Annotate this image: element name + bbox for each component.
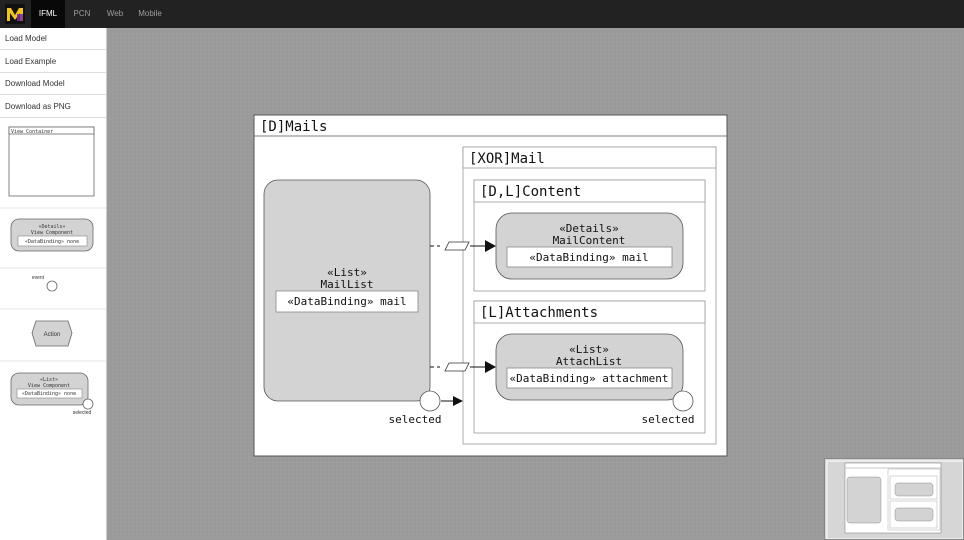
palette-details-name: View Component <box>31 230 73 236</box>
parameter-binding-icon <box>444 362 470 372</box>
palette-details-binding: «DataBinding» none <box>25 239 79 245</box>
palette-action[interactable]: Action <box>31 320 73 347</box>
palette-view-container-label: View Container <box>11 129 53 135</box>
flow-to-attachlist[interactable] <box>430 361 496 373</box>
palette-list-event-label: selected <box>73 410 92 416</box>
palette-details-stereotype: «Details» <box>38 224 65 230</box>
load-model-button[interactable]: Load Model <box>0 28 106 50</box>
palette-event[interactable]: event <box>32 275 58 292</box>
minimap-preview <box>826 460 963 539</box>
palette-list-component[interactable]: «List» View Component «DataBinding» none… <box>10 372 94 416</box>
maillist-component[interactable]: «List» MailList «DataBinding» mail <box>263 179 431 402</box>
selected-flow-arrowhead <box>453 396 463 406</box>
parameter-binding-icon <box>444 241 470 251</box>
download-model-button[interactable]: Download Model <box>0 73 106 95</box>
top-navbar: IFML PCN Web Mobile <box>0 0 964 28</box>
attachlist-name: AttachList <box>556 355 622 368</box>
attachlist-component[interactable]: «List» AttachList «DataBinding» attachme… <box>495 333 684 401</box>
nav-tab-mobile[interactable]: Mobile <box>138 9 162 18</box>
palette-event-label: event <box>32 275 45 281</box>
app-logo-icon[interactable] <box>5 4 25 24</box>
download-png-button[interactable]: Download as PNG <box>0 96 106 118</box>
palette-view-container[interactable]: View Container <box>8 126 95 197</box>
nav-tab-web[interactable]: Web <box>106 9 124 18</box>
load-example-button[interactable]: Load Example <box>0 51 106 73</box>
content-title: [D,L]Content <box>480 184 581 200</box>
minimap[interactable] <box>824 458 964 540</box>
palette-list-stereotype: «List» <box>40 377 58 383</box>
maillist-stereotype: «List» <box>327 266 367 279</box>
mails-container-title: [D]Mails <box>260 119 327 135</box>
flow-arrowhead-icon <box>485 361 496 373</box>
sidebar: Load Model Load Example Download Model D… <box>0 28 107 540</box>
element-palette: View Container «Details» View Component … <box>0 126 106 416</box>
maillist-name: MailList <box>321 278 374 291</box>
attachments-title: [L]Attachments <box>480 305 598 321</box>
mailcontent-stereotype: «Details» <box>559 222 619 235</box>
attachlist-selected-label: selected <box>642 413 695 426</box>
mailcontent-name: MailContent <box>553 234 626 247</box>
mailcontent-component[interactable]: «Details» MailContent «DataBinding» mail <box>495 212 684 280</box>
xor-mail-title: [XOR]Mail <box>469 151 545 167</box>
palette-list-name: View Component <box>28 383 70 389</box>
flow-arrowhead-icon <box>485 240 496 252</box>
nav-tab-ifml[interactable]: IFML <box>31 0 65 28</box>
maillist-binding: «DataBinding» mail <box>287 295 406 308</box>
flow-to-mailcontent[interactable] <box>430 240 496 252</box>
maillist-selected-event[interactable]: selected <box>389 390 442 426</box>
palette-action-label: Action <box>44 332 61 338</box>
nav-tab-pcn[interactable]: PCN <box>73 9 91 18</box>
attachlist-selected-event[interactable]: selected <box>642 390 695 426</box>
maillist-selected-label: selected <box>389 413 442 426</box>
attachlist-stereotype: «List» <box>569 343 609 356</box>
attachlist-binding: «DataBinding» attachment <box>510 372 669 385</box>
mailcontent-binding: «DataBinding» mail <box>529 251 648 264</box>
palette-details-component[interactable]: «Details» View Component «DataBinding» n… <box>10 218 94 252</box>
palette-list-binding: «DataBinding» none <box>22 391 76 397</box>
